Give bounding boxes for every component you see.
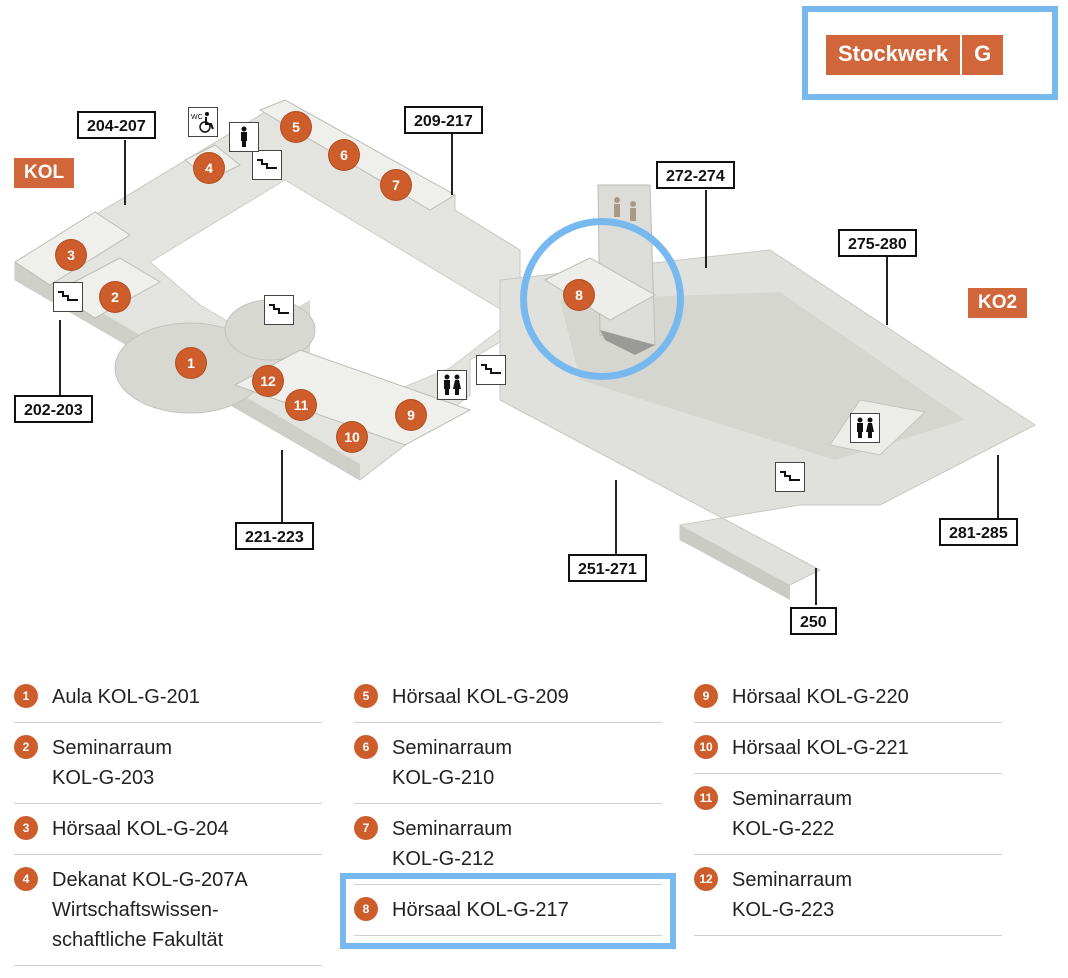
legend-marker: 2 [14,735,38,759]
floor-badge: Stockwerk G [826,35,1004,75]
room-marker-2[interactable]: 2 [100,282,130,312]
svg-text:WC: WC [191,114,203,121]
section-label-251-271: 251-271 [568,554,647,582]
legend-item-5[interactable]: 5 Hörsaal KOL-G-209 [354,672,662,723]
legend-marker: 9 [694,684,718,708]
legend-marker: 6 [354,735,378,759]
section-label-272-274: 272-274 [656,161,735,189]
section-label-209-217: 209-217 [404,106,483,134]
legend-item-10[interactable]: 10 Hörsaal KOL-G-221 [694,723,1002,774]
room-8-highlight-circle [520,218,684,380]
toilets-icon [437,370,467,400]
stairs-icon [476,355,506,385]
room-marker-5[interactable]: 5 [281,112,311,142]
room-marker-3[interactable]: 3 [56,240,86,270]
section-label-202-203: 202-203 [14,395,93,423]
legend-text: Hörsaal KOL-G-221 [732,737,909,759]
wc-accessible-icon: WC [188,107,218,137]
floor-word: Stockwerk [838,41,949,66]
legend-text: Hörsaal KOL-G-217 [392,899,569,921]
legend-text: Hörsaal KOL-G-209 [392,686,569,708]
elevator-icon [607,195,643,225]
legend-text: Aula KOL-G-201 [52,686,200,708]
leader-lines [59,134,999,605]
room-marker-10[interactable]: 10 [337,422,367,452]
room-marker-4[interactable]: 4 [194,153,224,183]
legend-marker: 4 [14,867,38,891]
legend-item-9[interactable]: 9 Hörsaal KOL-G-220 [694,672,1002,723]
room-marker-11[interactable]: 11 [286,390,316,420]
floor-badge-highlight [802,6,1058,100]
building-tag-ko2: KO2 [968,288,1028,318]
stairs-icon [775,462,805,492]
toilets-icon [850,413,880,443]
legend-marker: 7 [354,816,378,840]
stairs-icon [252,150,282,180]
section-label-250: 250 [790,607,837,635]
legend-marker: 11 [694,786,718,810]
legend-text: Hörsaal KOL-G-220 [732,686,909,708]
legend-marker: 5 [354,684,378,708]
legend-marker: 10 [694,735,718,759]
legend-item-8-highlight [340,873,676,949]
room-marker-1[interactable]: 1 [176,348,206,378]
room-marker-7[interactable]: 7 [381,170,411,200]
stairs-icon [53,282,83,312]
legend-text: Hörsaal KOL-G-204 [52,818,229,840]
legend-item-1[interactable]: 1 Aula KOL-G-201 [14,672,322,723]
stairs-icon [264,295,294,325]
male-toilet-icon [229,122,259,152]
floor-map: 204-207 209-217 272-274 275-280 202-203 … [14,6,1058,635]
legend-marker: 8 [354,897,378,921]
legend-marker: 12 [694,867,718,891]
legend-item-3[interactable]: 3 Hörsaal KOL-G-204 [14,804,322,855]
legend-column-3: 9 Hörsaal KOL-G-220 10 Hörsaal KOL-G-221 1… [694,672,1002,936]
room-marker-6[interactable]: 6 [329,140,359,170]
room-marker-12[interactable]: 12 [253,366,283,396]
legend-marker: 3 [14,816,38,840]
floor-letter: G [974,41,992,66]
building-tag-kol: KOL [14,158,75,188]
section-label-281-285: 281-285 [939,518,1018,546]
section-label-221-223: 221-223 [235,522,314,550]
section-label-204-207: 204-207 [77,111,156,139]
legend-item-8[interactable]: 8 Hörsaal KOL-G-217 [354,885,662,936]
section-label-275-280: 275-280 [838,229,917,257]
legend-marker: 1 [14,684,38,708]
room-marker-9[interactable]: 9 [396,400,426,430]
floor-badge-divider [960,35,963,75]
